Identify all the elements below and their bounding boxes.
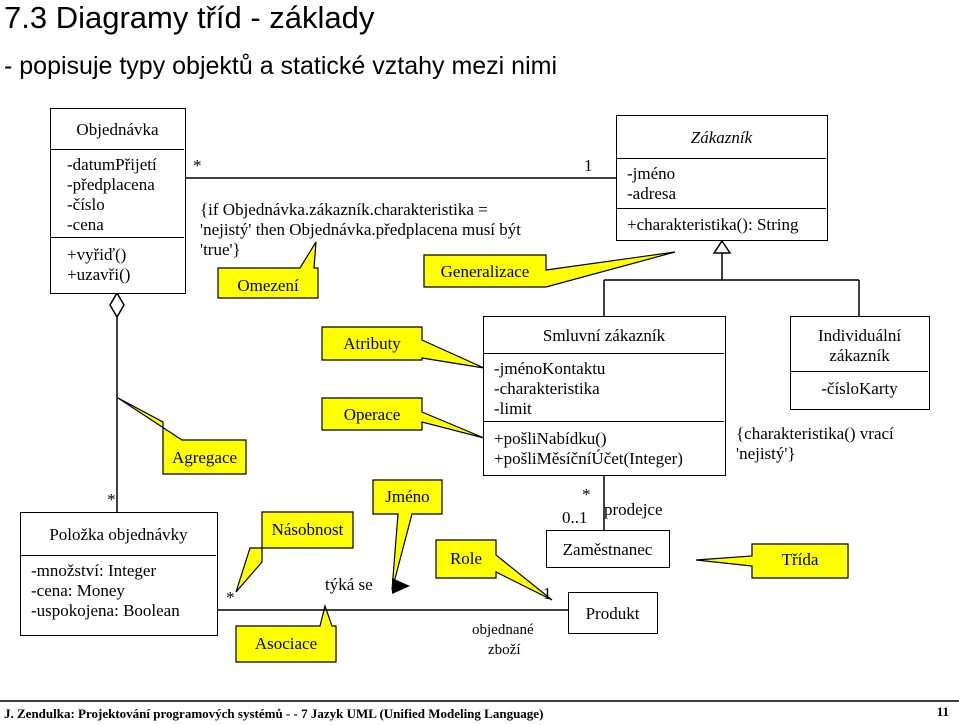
aggregation-diamond — [109, 291, 125, 319]
role-objednane-line2: zboží — [488, 642, 521, 658]
class-zamestnanec-name: Zaměstnanec — [562, 540, 653, 559]
objednavka-attr: -předplacena — [67, 175, 155, 194]
role-objednane-line1: objednané — [472, 622, 534, 638]
class-zakaznik: Zákazník -jméno -adresa +charakteristika… — [616, 115, 828, 241]
callout-role-shape — [435, 539, 553, 601]
smluvni-attr: -charakteristika — [494, 379, 600, 398]
callout-agregace: Agregace — [171, 448, 238, 467]
smluvni-op: +pošliMěsíčníÚčet(Integer) — [494, 449, 683, 468]
class-produkt-name: Produkt — [585, 604, 640, 623]
association-direction-arrow — [392, 578, 410, 594]
zakaznik-attr: -adresa — [627, 184, 677, 203]
callout-jmeno-shape — [372, 479, 443, 591]
smluvni-op: +pošliNabídku() — [494, 429, 607, 448]
multiplicity-aggregation-polozka: * — [107, 490, 116, 509]
constraint-objednavka-line3: 'true'} — [200, 240, 241, 259]
multiplicity-prodejce-many: * — [582, 485, 591, 504]
slide-title: 7.3 Diagramy tříd - základy — [4, 0, 375, 35]
callout-generalizace-shape — [423, 251, 676, 288]
constraint-objednavka-line1: {if Objednávka.zákazník.charakteristika … — [200, 200, 488, 219]
callout-atributy: Atributy — [343, 334, 401, 353]
objednavka-attr: -datumPřijetí — [67, 155, 157, 174]
callout-generalizace: Generalizace — [440, 262, 530, 281]
class-individualni-name-1: Individuální — [817, 326, 902, 345]
class-produkt: Produkt — [568, 592, 658, 634]
constraint-individualni-line1: {charakteristika() vrací — [736, 424, 894, 443]
zakaznik-attr: -jméno — [627, 164, 676, 183]
multiplicity-zakaznik-side: 1 — [584, 156, 593, 175]
polozka-attr: -množství: Integer — [31, 561, 157, 580]
smluvni-attr: -jménoKontaktu — [494, 359, 606, 378]
polozka-attr: -uspokojena: Boolean — [31, 601, 180, 620]
class-objednavka-name: Objednávka — [76, 120, 159, 139]
slide-subtitle: - popisuje typy objektů a statické vztah… — [4, 52, 558, 80]
association-name-tyka-se: týká se — [325, 575, 373, 594]
callout-omezeni: Omezení — [237, 276, 299, 295]
smluvni-attr: -limit — [494, 399, 532, 418]
callout-atributy-shape — [321, 326, 485, 369]
multiplicity-produkt-right: 1 — [543, 584, 552, 603]
class-smluvni-name: Smluvní zákazník — [542, 326, 666, 345]
callout-operace-shape — [321, 397, 485, 439]
callout-jmeno: Jméno — [385, 487, 430, 506]
zakaznik-op: +charakteristika(): String — [627, 215, 799, 234]
class-individualni-zakaznik: Individuální zákazník -čísloKarty — [790, 316, 930, 410]
callout-omezeni-shape — [217, 241, 319, 299]
callout-operace: Operace — [343, 405, 401, 424]
generalization-triangle — [712, 239, 732, 254]
class-polozka-objednavky: Položka objednávky -množství: Integer -c… — [20, 512, 218, 636]
polozka-attr: -cena: Money — [31, 581, 125, 600]
callout-asociace-shape — [235, 603, 337, 663]
objednavka-op: +uzavři() — [67, 265, 131, 284]
role-prodejce: prodejce — [604, 500, 663, 519]
callout-trida-shape — [695, 543, 849, 579]
class-polozka-name: Položka objednávky — [49, 525, 188, 544]
class-smluvni-zakaznik: Smluvní zákazník -jménoKontaktu -charakt… — [483, 316, 726, 476]
multiplicity-polozka-left: * — [226, 588, 235, 607]
callout-agregace-shape — [117, 397, 247, 475]
multiplicity-objednavka-side: * — [193, 156, 202, 175]
individualni-attr: -čísloKarty — [821, 379, 898, 398]
class-objednavka: Objednávka -datumPřijetí -předplacena -č… — [50, 108, 186, 294]
constraint-individualni-line2: 'nejistý'} — [736, 444, 796, 463]
slide-footer: J. Zendulka: Projektování programových s… — [4, 706, 544, 721]
class-individualni-name-2: zákazník — [829, 346, 890, 365]
multiplicity-prodejce-range: 0..1 — [562, 508, 588, 527]
objednavka-attr: -číslo — [67, 195, 105, 214]
callout-nasobnost-shape — [235, 511, 354, 593]
class-zamestnanec: Zaměstnanec — [546, 530, 670, 568]
objednavka-op: +vyřiď() — [67, 245, 127, 264]
constraint-objednavka-line2: 'nejistý' then Objednávka.předplacena mu… — [200, 220, 522, 239]
callout-trida: Třída — [781, 550, 819, 569]
callout-role: Role — [449, 549, 483, 568]
page-number: 11 — [936, 704, 949, 719]
objednavka-attr: -cena — [67, 215, 104, 234]
class-zakaznik-name: Zákazník — [690, 128, 753, 147]
callout-asociace: Asociace — [254, 634, 318, 653]
callout-nasobnost: Násobnost — [271, 520, 344, 539]
